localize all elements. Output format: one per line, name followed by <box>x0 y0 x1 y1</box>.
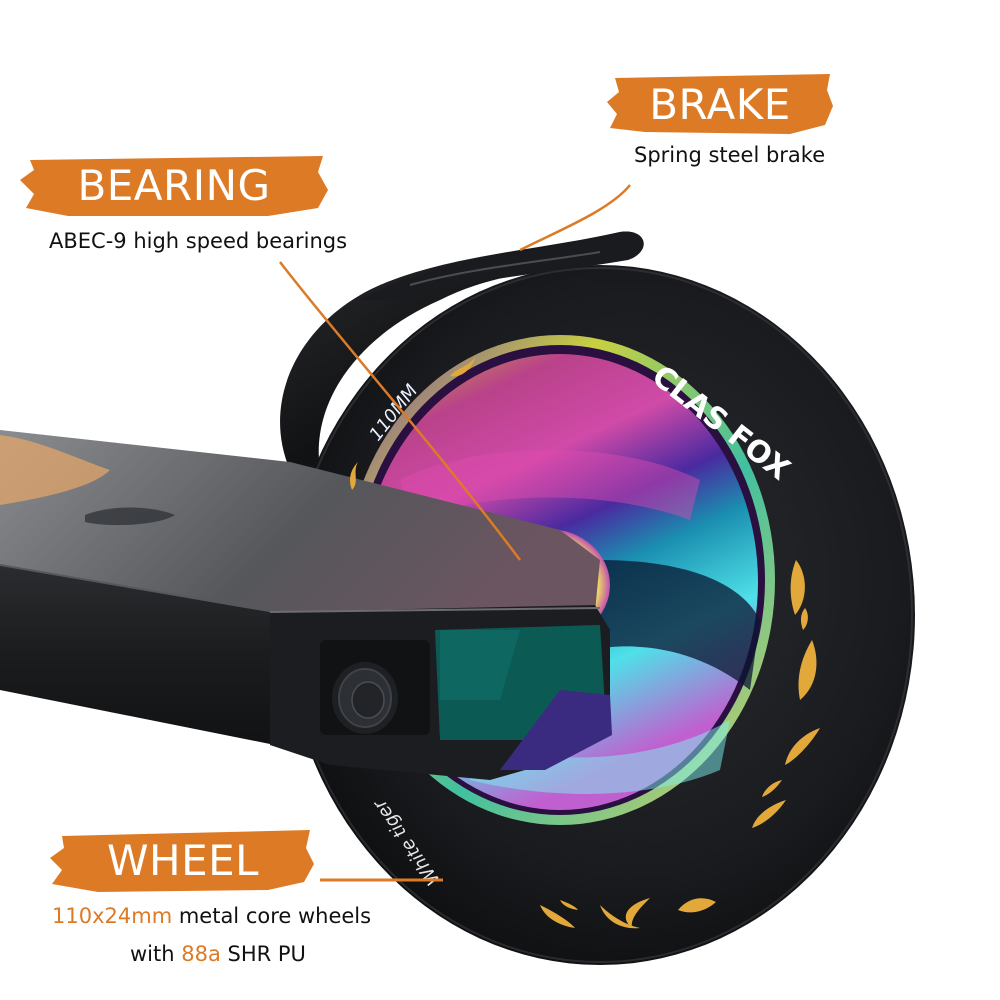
deck-griptape <box>0 430 600 612</box>
deck-side <box>0 565 275 745</box>
brake-title-badge: BRAKE <box>605 70 835 138</box>
wheel-material-text: SHR PU <box>220 942 306 966</box>
brush-stroke-shape <box>20 156 328 216</box>
wheel-title: WHEEL <box>106 835 260 885</box>
wheel-size-highlight: 110x24mm <box>52 904 173 928</box>
brush-stroke-shape <box>607 74 833 134</box>
brush-stroke-shape <box>50 830 314 892</box>
brake-description: Spring steel brake <box>634 143 826 167</box>
wheel-title-badge: WHEEL <box>48 826 318 894</box>
bearing-title: BEARING <box>77 160 271 210</box>
wheel-flame-graphics <box>350 356 820 929</box>
bearing-leader-line <box>279 261 521 561</box>
wheel-description-prefix: with <box>130 942 182 966</box>
brake-arm <box>280 231 642 470</box>
bearing-description: ABEC-9 high speed bearings <box>49 229 348 253</box>
wheel-hardness-highlight: 88a <box>181 942 221 966</box>
brake-leader-line <box>519 184 631 252</box>
wheel-description-line1: 110x24mm metal core wheels <box>52 904 371 928</box>
wheel-description-line2: with 88a SHR PU <box>130 942 306 966</box>
bearing-title-badge: BEARING <box>18 150 330 220</box>
wheel-description-text: metal core wheels <box>172 904 372 928</box>
brake-title: BRAKE <box>649 79 791 129</box>
